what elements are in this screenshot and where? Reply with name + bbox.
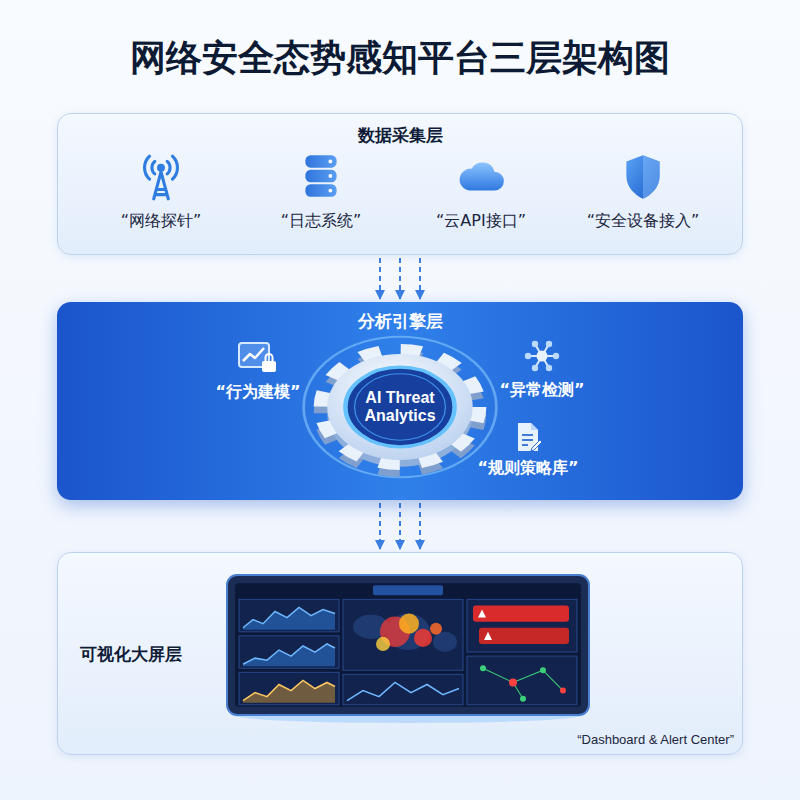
source-item: “云API接口” <box>406 151 556 251</box>
layer-caption: “Dashboard & Alert Center” <box>577 732 734 749</box>
engine-gear: AI Threat Analytics <box>300 334 500 480</box>
component-icon <box>520 336 564 376</box>
layer-band: “网络探针” “日志系统” “云API接口” “安全设备接入” 数据采集层 <box>57 113 743 255</box>
component-icon <box>511 420 545 454</box>
flow-arrow <box>399 503 401 549</box>
engine-module: “规则策略库” <box>458 420 598 487</box>
dashboard-illustration <box>223 571 593 723</box>
component-label: “日志系统” <box>281 211 362 232</box>
component-icon <box>295 151 347 203</box>
component-label: “规则策略库” <box>477 458 578 479</box>
component-icon <box>135 151 187 203</box>
component-icon <box>455 151 507 203</box>
engine-core-label: AI Threat Analytics <box>344 389 456 426</box>
layer-heading: 数据采集层 <box>58 124 742 146</box>
source-item: “网络探针” <box>86 151 236 251</box>
source-item: “安全设备接入” <box>568 151 718 251</box>
component-label: “安全设备接入” <box>587 211 700 232</box>
flow-arrow <box>419 503 421 549</box>
flow-arrow <box>379 503 381 549</box>
component-icon <box>236 338 280 378</box>
flow-arrow <box>399 258 401 299</box>
diagram-title: 网络安全态势感知平台三层架构图 <box>0 36 800 79</box>
component-label: “网络探针” <box>121 211 202 232</box>
flow-arrow <box>419 258 421 299</box>
flow-arrow <box>379 258 381 299</box>
layer-band: 可视化大屏层 “Dashboard & Alert Center” <box>57 552 743 755</box>
layer-band: “行为建模” AI Threat Analytics “异常检测” “规则策略库” 分析… <box>57 302 743 500</box>
component-label: “行为建模” <box>215 382 300 403</box>
source-item: “日志系统” <box>246 151 396 251</box>
engine-module: “异常检测” <box>477 336 607 409</box>
component-icon <box>617 151 669 203</box>
layer-heading: 可视化大屏层 <box>80 643 182 665</box>
layer-heading: 分析引擎层 <box>57 310 743 332</box>
component-label: “异常检测” <box>499 380 584 401</box>
component-label: “云API接口” <box>436 211 526 232</box>
